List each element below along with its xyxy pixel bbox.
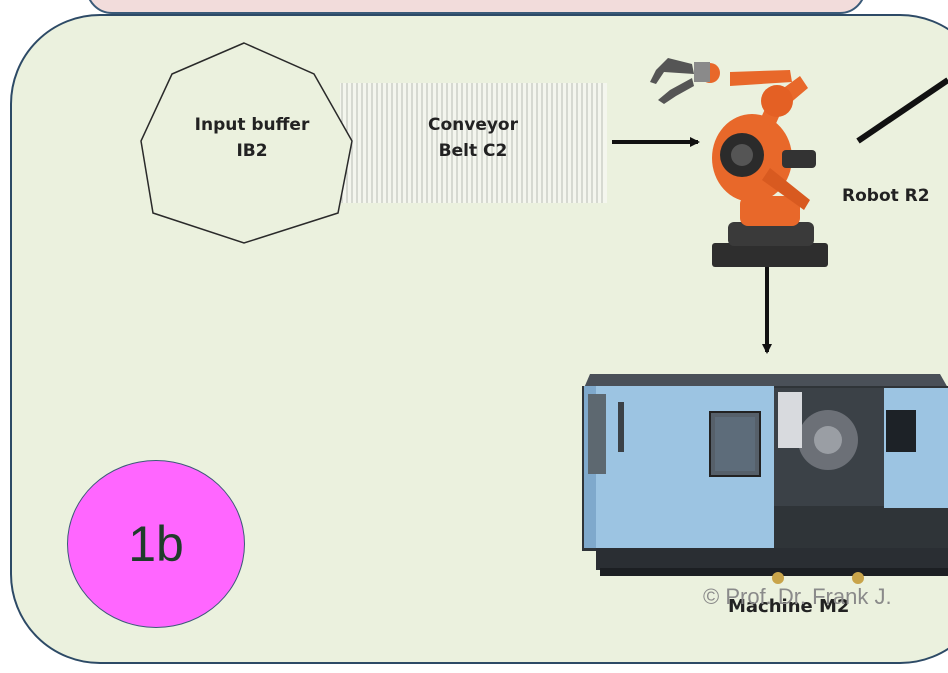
copyright-notice: © Prof. Dr. Frank J.: [703, 584, 892, 609]
robot-label: Robot R2: [842, 186, 930, 206]
step-badge-text: 1b: [128, 516, 184, 572]
connector-line-right: [856, 77, 948, 144]
robot-r2-image: [650, 58, 828, 267]
conveyor-label-line1: Conveyor: [427, 115, 518, 135]
machine-m2-image: [582, 374, 948, 584]
input-buffer-label-line2: IB2: [236, 141, 268, 161]
machine-label: Machine M2: [728, 596, 850, 617]
conveyor-label-line2: Belt C2: [438, 141, 508, 161]
conveyor-belt: [340, 83, 607, 203]
step-badge: 1b: [67, 460, 245, 628]
input-buffer-label-line1: Input buffer: [194, 115, 310, 135]
input-buffer-label: Input buffer IB2: [162, 112, 342, 164]
conveyor-label: Conveyor Belt C2: [398, 112, 548, 164]
input-buffer-heptagon: [140, 42, 353, 244]
